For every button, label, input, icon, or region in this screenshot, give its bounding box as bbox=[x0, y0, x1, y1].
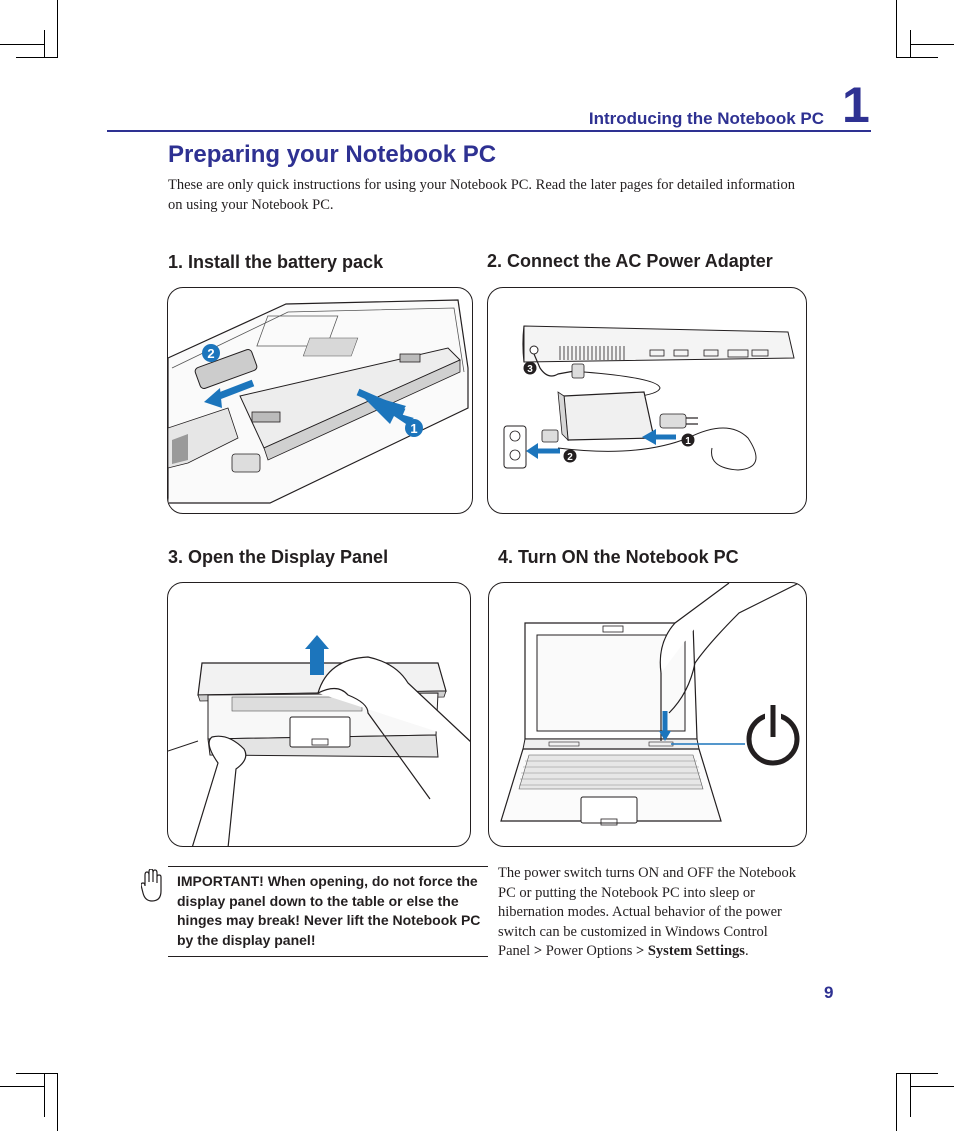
step-2-title: 2. Connect the AC Power Adapter bbox=[487, 251, 773, 271]
callout-3-label: 3 bbox=[527, 364, 533, 375]
running-header: Introducing the Notebook PC bbox=[588, 109, 824, 128]
power-note-mid: Power Options bbox=[542, 943, 636, 959]
step-3-title: 3. Open the Display Panel bbox=[168, 547, 389, 567]
header-rule bbox=[107, 130, 871, 132]
power-note-gt-1: > bbox=[533, 943, 543, 959]
step-1-title: 1. Install the battery pack bbox=[168, 252, 384, 272]
power-note-period: . bbox=[744, 943, 749, 959]
callout-1-label: 1 bbox=[685, 436, 691, 447]
press-arrow bbox=[659, 731, 671, 741]
crop-mark bbox=[16, 57, 58, 58]
raised-hand-icon bbox=[141, 869, 162, 902]
crop-mark bbox=[44, 30, 45, 58]
crop-mark bbox=[0, 44, 44, 45]
important-text: IMPORTANT! When opening, do not force th… bbox=[177, 873, 481, 948]
page-title: Preparing your Notebook PC bbox=[168, 141, 497, 168]
callout-1 bbox=[681, 433, 695, 447]
crop-mark bbox=[57, 0, 58, 58]
callout-1-label: 1 bbox=[410, 421, 417, 436]
crop-mark bbox=[44, 1073, 45, 1117]
callout-1 bbox=[405, 419, 423, 437]
page-number: 9 bbox=[824, 983, 834, 1002]
battery-illustration: 1 2 bbox=[167, 287, 473, 514]
important-note: IMPORTANT! When opening, do not force th… bbox=[168, 866, 488, 957]
battery-lock-arrow bbox=[204, 388, 222, 408]
crop-mark bbox=[910, 30, 911, 58]
power-on-illustration bbox=[488, 582, 807, 847]
step-4-title: 4. Turn ON the Notebook PC bbox=[498, 547, 739, 567]
power-note-setting: System Settings bbox=[644, 943, 745, 959]
crop-mark bbox=[896, 0, 897, 58]
crop-mark bbox=[896, 1073, 897, 1131]
crop-mark bbox=[910, 1073, 911, 1117]
power-note-text: The power switch turns ON and OFF the No… bbox=[498, 865, 797, 959]
callout-3 bbox=[523, 361, 537, 375]
ac-adapter-illustration: 1 2 3 bbox=[487, 287, 807, 514]
callout-2 bbox=[202, 344, 220, 362]
open-display-illustration bbox=[167, 582, 471, 847]
adapter-plug-arrow bbox=[642, 429, 656, 445]
crop-mark bbox=[896, 57, 938, 58]
callout-2 bbox=[563, 449, 577, 463]
callout-2-label: 2 bbox=[207, 346, 214, 361]
power-note-gt-2: > bbox=[635, 943, 645, 959]
lift-arrow bbox=[305, 635, 329, 649]
intro-paragraph: These are only quick instructions for us… bbox=[168, 177, 795, 213]
crop-mark bbox=[910, 44, 954, 45]
crop-mark bbox=[57, 1073, 58, 1131]
crop-mark bbox=[0, 1086, 44, 1087]
crop-mark bbox=[910, 1086, 954, 1087]
crop-mark bbox=[16, 1073, 58, 1074]
crop-mark bbox=[896, 1073, 938, 1074]
chapter-number: 1 bbox=[842, 77, 870, 133]
callout-2-label: 2 bbox=[567, 452, 573, 463]
wall-plug-arrow bbox=[526, 443, 538, 459]
power-switch-note: The power switch turns ON and OFF the No… bbox=[498, 864, 798, 962]
